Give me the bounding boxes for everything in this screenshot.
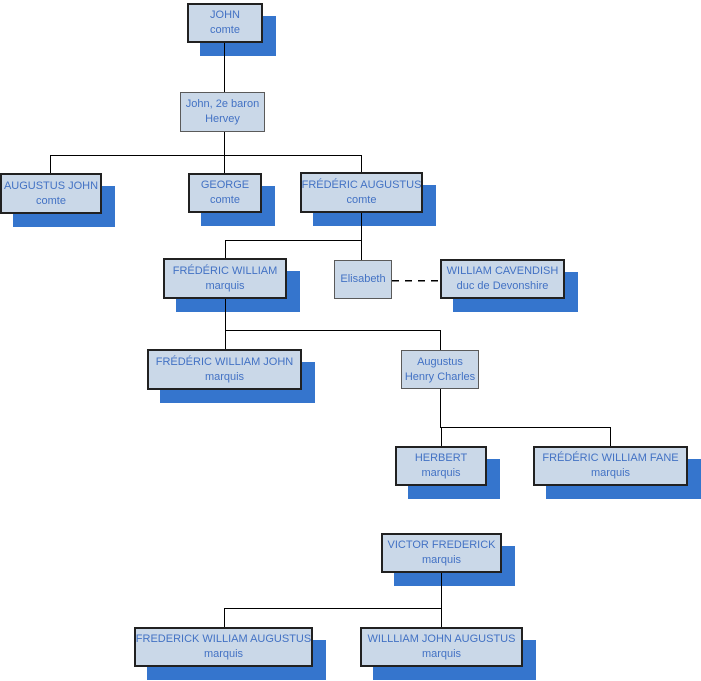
person-name: JOHN	[210, 9, 240, 21]
person-title: comte	[346, 193, 377, 206]
person-box-frederick-william-augustus[interactable]: FREDERICK WILLIAM AUGUSTUS marquis	[134, 627, 313, 667]
person-box-george[interactable]: GEORGE comte	[188, 173, 262, 213]
person-box-frederic-william-john[interactable]: FRÉDÉRIC WILLIAM JOHN marquis	[147, 349, 302, 390]
person-name-line2: Henry Charles	[404, 370, 476, 383]
person-box-augustus-john[interactable]: AUGUSTUS JOHN comte	[0, 173, 102, 214]
person-box-john-2e-baron-hervey[interactable]: John, 2e baron Hervey	[180, 92, 265, 132]
person-name: John, 2e baron	[185, 98, 260, 110]
person-title: marquis	[421, 648, 462, 660]
person-name: Augustus	[417, 355, 463, 368]
person-title: marquis	[590, 467, 631, 479]
person-name: WILLLIAM JOHN AUGUSTUS	[367, 633, 516, 645]
person-name: Elisabeth	[340, 273, 386, 285]
person-title: comte	[36, 194, 66, 207]
person-title: marquis	[205, 279, 245, 292]
person-title: marquis	[204, 370, 245, 383]
person-title: comte	[210, 24, 240, 36]
person-name: VICTOR FREDERICK	[387, 539, 496, 551]
person-box-john[interactable]: JOHN comte	[187, 3, 263, 43]
person-name: HERBERT	[414, 452, 468, 464]
person-box-augustus-henry-charles[interactable]: Augustus Henry Charles	[401, 350, 479, 389]
person-title: duc de Devonshire	[456, 280, 549, 292]
person-box-elisabeth[interactable]: Elisabeth	[334, 260, 392, 299]
person-name: FRÉDÉRIC WILLIAM FANE	[542, 452, 679, 464]
person-title: marquis	[421, 554, 462, 566]
person-title: marquis	[203, 648, 244, 660]
person-name: GEORGE	[200, 179, 250, 191]
person-box-victor-frederick[interactable]: VICTOR FREDERICK marquis	[381, 533, 502, 573]
person-name: FRÉDÉRIC WILLIAM	[172, 264, 278, 277]
person-name: AUGUSTUS JOHN	[3, 179, 99, 192]
person-box-herbert[interactable]: HERBERT marquis	[395, 446, 487, 486]
person-box-frederic-william[interactable]: FRÉDÉRIC WILLIAM marquis	[163, 258, 287, 299]
person-box-frederic-augustus[interactable]: FRÉDÉRIC AUGUSTUS comte	[300, 172, 423, 213]
person-name-line2: Hervey	[205, 113, 240, 125]
person-box-willliam-john-augustus[interactable]: WILLLIAM JOHN AUGUSTUS marquis	[360, 627, 523, 667]
person-name: FREDERICK WILLIAM AUGUSTUS	[135, 633, 312, 645]
person-title: comte	[210, 194, 240, 206]
person-name: WILLIAM CAVENDISH	[446, 265, 559, 277]
person-box-frederic-william-fane[interactable]: FRÉDÉRIC WILLIAM FANE marquis	[533, 446, 688, 486]
person-name: FRÉDÉRIC WILLIAM JOHN	[155, 355, 294, 368]
person-name: FRÉDÉRIC AUGUSTUS	[301, 178, 422, 191]
person-title: marquis	[421, 467, 461, 479]
person-box-william-cavendish[interactable]: WILLIAM CAVENDISH duc de Devonshire	[440, 259, 565, 299]
